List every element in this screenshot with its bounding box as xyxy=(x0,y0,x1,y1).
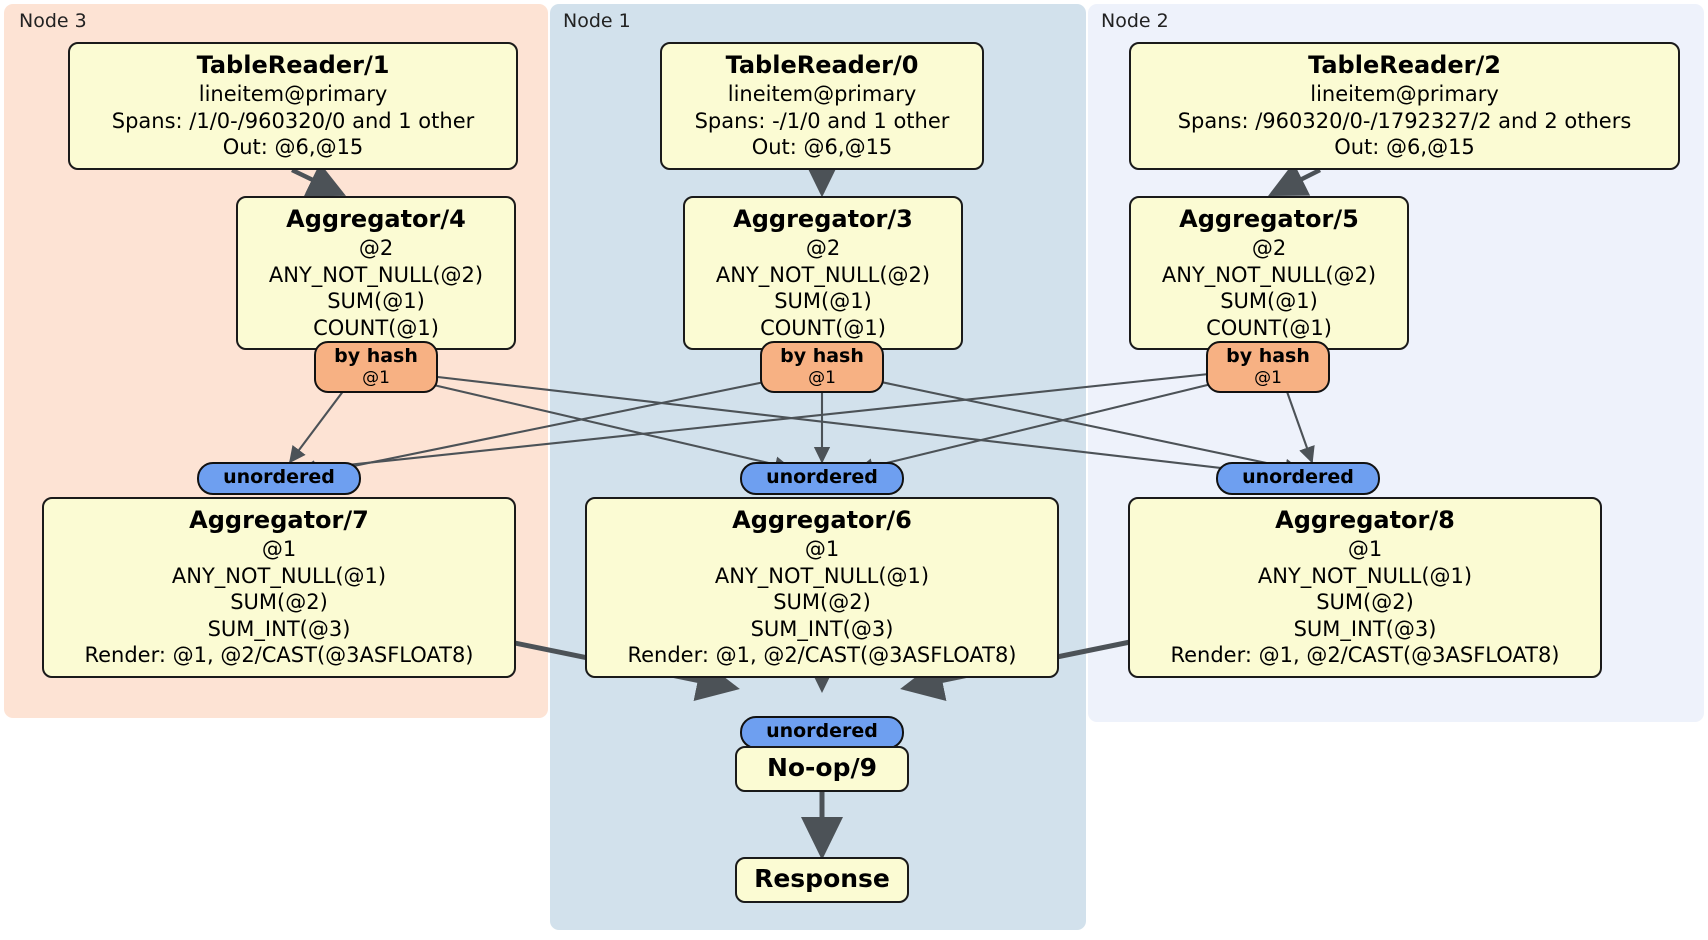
processor-title: TableReader/0 xyxy=(725,51,919,79)
node-label-node2: Node 2 xyxy=(1101,10,1169,32)
processor-title: Aggregator/7 xyxy=(189,506,369,534)
processor-line: lineitem@primary xyxy=(1310,82,1499,106)
processor-line: lineitem@primary xyxy=(198,82,388,106)
processor-line: Spans: /960320/0-/1792327/2 and 2 others xyxy=(1177,108,1632,133)
processor-line: SUM(@2) xyxy=(773,590,871,614)
processor-title: Aggregator/8 xyxy=(1275,506,1455,534)
processor-line: ANY_NOT_NULL(@1) xyxy=(1257,563,1473,588)
processor-aggregator-5[interactable]: Aggregator/5 @2 ANY_NOT_NULL(@2) SUM(@1)… xyxy=(1129,196,1409,350)
node-label-node1: Node 1 xyxy=(563,10,631,32)
synchronizer-unordered-middle[interactable]: unordered xyxy=(740,462,904,495)
processor-aggregator-3[interactable]: Aggregator/3 @2 ANY_NOT_NULL(@2) SUM(@1)… xyxy=(683,196,963,350)
processor-line: COUNT(@1) xyxy=(313,315,439,340)
processor-line: @2 xyxy=(358,236,394,260)
processor-aggregator-4[interactable]: Aggregator/4 @2 ANY_NOT_NULL(@2) SUM(@1)… xyxy=(236,196,516,350)
processor-line: Out: @6,@15 xyxy=(222,135,364,159)
processor-tablereader-0[interactable]: TableReader/0 lineitem@primary Spans: -/… xyxy=(660,42,984,170)
output-router-by-hash-middle[interactable]: by hash @1 xyxy=(760,341,884,393)
router-label: by hash xyxy=(780,345,864,367)
synchronizer-unordered-right[interactable]: unordered xyxy=(1216,462,1380,495)
synchronizer-label: unordered xyxy=(223,466,335,488)
router-column: @1 xyxy=(362,368,390,388)
processor-line: ANY_NOT_NULL(@1) xyxy=(714,563,930,588)
processor-response[interactable]: Response xyxy=(735,857,909,903)
processor-line: SUM(@1) xyxy=(1220,289,1318,313)
processor-line: Out: @6,@15 xyxy=(1334,135,1475,159)
processor-line: Render: @1, @2/CAST(@3ASFLOAT8) xyxy=(627,643,1017,667)
processor-line: @1 xyxy=(804,537,840,561)
router-column: @1 xyxy=(808,368,836,388)
processor-line: COUNT(@1) xyxy=(1206,315,1332,340)
processor-line: SUM_INT(@3) xyxy=(207,616,351,641)
processor-aggregator-7[interactable]: Aggregator/7 @1 ANY_NOT_NULL(@1) SUM(@2)… xyxy=(42,497,516,678)
processor-line: Out: @6,@15 xyxy=(751,135,893,159)
processor-line: SUM_INT(@3) xyxy=(1293,616,1437,641)
synchronizer-label: unordered xyxy=(766,720,878,742)
processor-line: SUM(@1) xyxy=(327,289,425,313)
output-router-by-hash-left[interactable]: by hash @1 xyxy=(314,341,438,393)
processor-aggregator-6[interactable]: Aggregator/6 @1 ANY_NOT_NULL(@1) SUM(@2)… xyxy=(585,497,1059,678)
processor-title: No-op/9 xyxy=(766,753,878,782)
processor-noop-9[interactable]: No-op/9 xyxy=(735,746,909,792)
processor-tablereader-2[interactable]: TableReader/2 lineitem@primary Spans: /9… xyxy=(1129,42,1680,170)
processor-line: ANY_NOT_NULL(@2) xyxy=(715,262,931,287)
processor-line: COUNT(@1) xyxy=(760,315,886,340)
processor-line: ANY_NOT_NULL(@2) xyxy=(1161,262,1377,287)
processor-title: Aggregator/6 xyxy=(732,506,912,534)
processor-title: Aggregator/5 xyxy=(1179,205,1359,233)
synchronizer-unordered-left[interactable]: unordered xyxy=(197,462,361,495)
processor-line: @1 xyxy=(261,537,297,561)
router-column: @1 xyxy=(1254,368,1282,388)
processor-line: Spans: -/1/0 and 1 other xyxy=(694,108,950,133)
processor-line: Spans: /1/0-/960320/0 and 1 other xyxy=(111,108,475,133)
processor-line: SUM(@2) xyxy=(230,590,328,614)
processor-line: @1 xyxy=(1347,537,1383,561)
output-router-by-hash-right[interactable]: by hash @1 xyxy=(1206,341,1330,393)
processor-line: lineitem@primary xyxy=(727,82,917,106)
processor-line: SUM(@2) xyxy=(1316,590,1414,614)
processor-tablereader-1[interactable]: TableReader/1 lineitem@primary Spans: /1… xyxy=(68,42,518,170)
processor-line: Render: @1, @2/CAST(@3ASFLOAT8) xyxy=(1170,643,1560,667)
processor-title: Response xyxy=(754,864,890,893)
processor-title: TableReader/1 xyxy=(196,51,390,79)
processor-title: Aggregator/4 xyxy=(286,205,466,233)
synchronizer-unordered-final[interactable]: unordered xyxy=(740,716,904,749)
processor-aggregator-8[interactable]: Aggregator/8 @1 ANY_NOT_NULL(@1) SUM(@2)… xyxy=(1128,497,1602,678)
router-label: by hash xyxy=(1226,345,1310,367)
processor-line: ANY_NOT_NULL(@2) xyxy=(268,262,484,287)
processor-line: SUM(@1) xyxy=(774,289,872,313)
processor-line: Render: @1, @2/CAST(@3ASFLOAT8) xyxy=(84,643,474,667)
synchronizer-label: unordered xyxy=(1242,466,1354,488)
processor-title: Aggregator/3 xyxy=(733,205,913,233)
processor-title: TableReader/2 xyxy=(1308,51,1501,79)
node-label-node3: Node 3 xyxy=(19,10,87,32)
router-label: by hash xyxy=(334,345,418,367)
processor-line: @2 xyxy=(805,236,841,260)
synchronizer-label: unordered xyxy=(766,466,878,488)
processor-line: SUM_INT(@3) xyxy=(750,616,894,641)
processor-line: ANY_NOT_NULL(@1) xyxy=(171,563,387,588)
processor-line: @2 xyxy=(1251,236,1287,260)
